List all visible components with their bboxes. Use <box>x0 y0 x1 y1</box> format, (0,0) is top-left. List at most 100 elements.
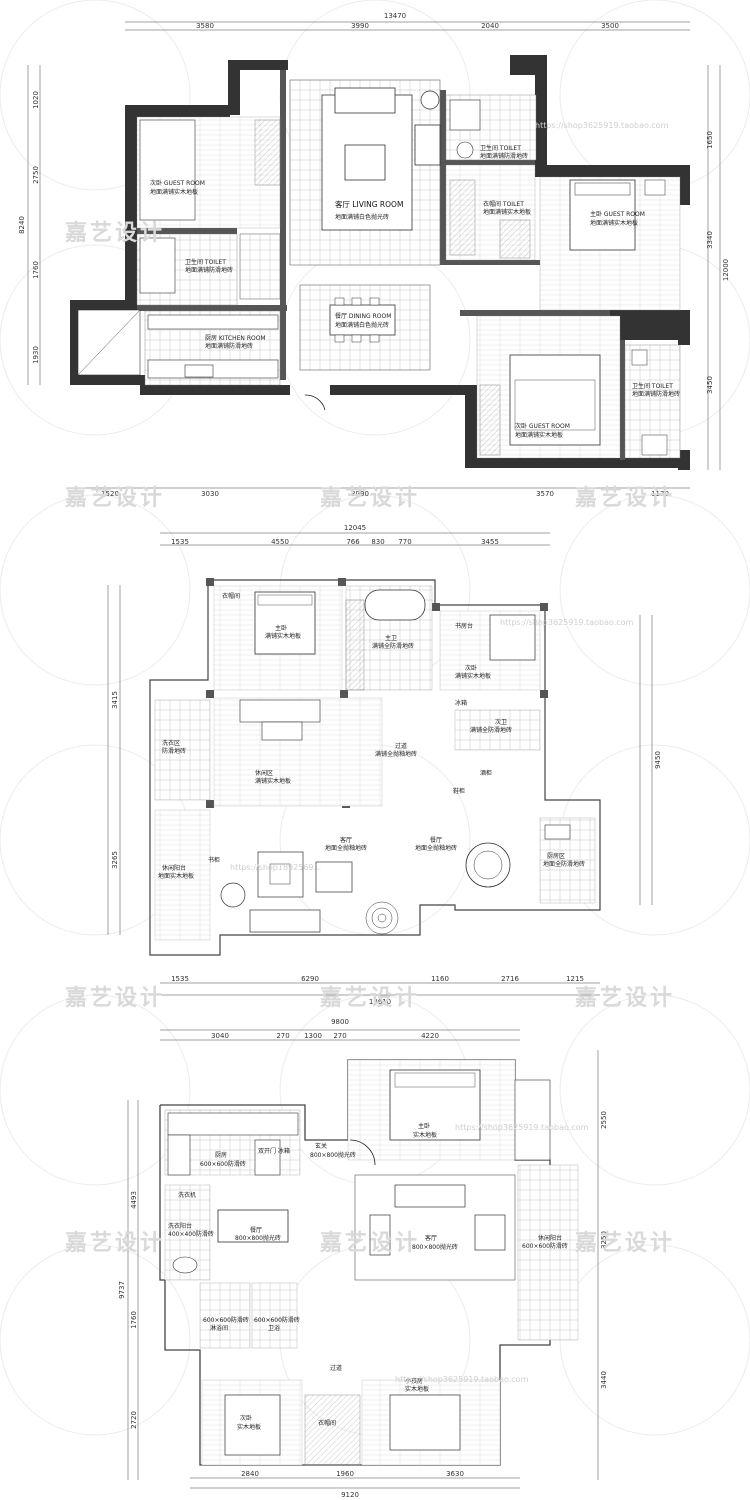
watermark-brand-1: 嘉艺设计 <box>65 220 165 246</box>
plan1-toilet3-label: 卫生间 TOILET <box>632 382 673 390</box>
plan1-master-floor: 地面满铺实木地板 <box>590 219 638 227</box>
plan3-master-label: 主卧 <box>418 1122 430 1130</box>
watermark-url-3: https://shop1892569... <box>230 863 321 872</box>
plan3-cloak-label: 衣帽间 <box>318 1419 336 1427</box>
plan3-dim-top-1: 270 <box>276 1032 289 1040</box>
plan3-bath2-floor: 600×600防滑砖 <box>254 1316 300 1324</box>
plan2-dim-top-4: 770 <box>398 538 411 546</box>
plan1-dim-left-2: 1760 <box>32 261 40 279</box>
plan1-toilet1-label: 卫生间 TOILET <box>185 258 226 266</box>
plan1-dim-top-total: 13470 <box>384 12 406 20</box>
plan1-toilet3-floor: 地面满铺防滑地砖 <box>632 390 680 398</box>
plan3-dim-bottom-0: 2840 <box>241 1470 259 1478</box>
plan3-bath2-label: 卫浴 <box>268 1324 280 1332</box>
watermark-brand-3: 嘉艺设计 <box>320 485 420 511</box>
plan2-shoes-label: 鞋柜 <box>453 787 465 795</box>
plan1-cloak-label: 衣帽间 TOILET <box>483 200 524 208</box>
plan2-laundry-floor: 防滑地砖 <box>162 747 186 755</box>
plan1-cloak-floor: 地面满铺实木地板 <box>483 208 531 216</box>
watermark-brand-4: 嘉艺设计 <box>575 485 675 511</box>
watermark-url-5: https://shop3625919.taobao.com <box>395 1375 529 1384</box>
plan1-living-label: 客厅 LIVING ROOM <box>335 199 403 209</box>
plan2-dim-left-0: 3415 <box>111 691 119 709</box>
plan3-balcony-floor: 600×600防滑砖 <box>522 1242 568 1250</box>
plan1-dim-left-0: 1020 <box>32 91 40 109</box>
plan2-living-floor: 地面全抛釉地砖 <box>325 844 367 852</box>
plan2-dim-bottom-3: 2716 <box>501 975 519 983</box>
plan3-dim-top-3: 270 <box>333 1032 346 1040</box>
plan1-dim-bottom-1: 3030 <box>201 490 219 498</box>
plan2-fridge-label: 冰箱 <box>455 699 467 707</box>
plan3-dim-left-0: 4493 <box>130 1191 138 1209</box>
plan1-dim-right-0: 1650 <box>706 131 714 149</box>
plan2-living-label: 客厅 <box>340 836 352 844</box>
plan2-corridor-label: 过道 <box>395 742 407 750</box>
plan1-toilet1-floor: 地面满铺防滑地砖 <box>185 266 233 274</box>
plan3-kitchen-floor: 600×600防滑砖 <box>200 1160 246 1168</box>
plan3-entry-floor: 800×800抛光砖 <box>310 1151 356 1159</box>
plan3-dim-top-total: 9800 <box>331 1018 349 1026</box>
plan2-bath-label: 主卫 <box>385 634 397 642</box>
plan2-dim-bottom-2: 1160 <box>431 975 449 983</box>
plan1-dim-bottom-2: 3990 <box>351 490 369 498</box>
plan2-toilet-label: 次卫 <box>495 718 507 726</box>
plan1-dim-left-3: 1930 <box>32 346 40 364</box>
watermark-brand-7: 嘉艺设计 <box>575 985 675 1011</box>
plan-2: 12045 1535 4550 766 830 770 3455 3415 32… <box>107 524 662 1006</box>
plan3-dim-bottom-total: 9120 <box>341 1491 359 1499</box>
plan3-dim-right-2: 3440 <box>600 1371 608 1389</box>
plan3-wash-floor: 400×400防滑砖 <box>168 1230 214 1238</box>
plan3-dim-left-total: 9737 <box>118 1281 126 1299</box>
plan3-kitchen-label: 厨房 <box>215 1151 227 1159</box>
plan3-fridge-label: 双开门 冰箱 <box>258 1147 290 1155</box>
plan2-wine-label: 酒柜 <box>480 769 492 777</box>
plan2-dim-bottom-0: 1535 <box>171 975 189 983</box>
plan3-small-floor: 实木地板 <box>405 1385 429 1393</box>
plan2-guest-label: 次卧 <box>465 664 477 672</box>
plan2-study2-label: 书柜 <box>208 856 220 864</box>
plan1-toilet2-floor: 地面满铺防滑地砖 <box>480 152 528 160</box>
plan1-toilet2-label: 卫生间 TOILET <box>480 144 521 152</box>
plan1-dim-right-total: 12000 <box>722 259 730 281</box>
plan1-kitchen-label: 厨房 KITCHEN ROOM <box>205 334 266 342</box>
plan2-bath-floor: 满铺全防滑地砖 <box>372 642 414 650</box>
plan2-dim-top-2: 766 <box>346 538 360 546</box>
plan2-kitchen-label: 厨房区 <box>547 852 565 860</box>
plan3-dim-bottom-1: 1960 <box>336 1470 354 1478</box>
plan3-guest-label: 次卧 <box>240 1414 252 1422</box>
watermark-url-1: https://shop3625919.taobao.com <box>535 121 669 130</box>
plan3-dim-top-0: 3040 <box>211 1032 229 1040</box>
plan2-corridor-floor: 满铺全抛釉地砖 <box>375 750 417 758</box>
plan1-dim-right-2: 3450 <box>706 376 714 394</box>
plan1-dim-top-3: 3500 <box>601 22 619 30</box>
plan2-dim-top-5: 3455 <box>481 538 499 546</box>
plan2-leisure-label: 休闲区 <box>255 769 273 777</box>
plan1-dim-bottom-3: 3570 <box>536 490 554 498</box>
plan3-guest-floor: 实木地板 <box>237 1423 261 1431</box>
plan3-entry-label: 玄关 <box>315 1142 327 1150</box>
plan1-dim-bottom-4: 1170 <box>651 490 669 498</box>
plan3-living-floor: 800×800抛光砖 <box>412 1243 458 1251</box>
plan3-dim-right-1: 3250 <box>600 1231 608 1249</box>
plan2-dim-right-total: 9450 <box>654 751 662 769</box>
plan-3: 9800 3040 270 1300 270 4220 9737 4493 17… <box>118 1018 608 1499</box>
plan3-washer-label: 洗衣机 <box>178 1191 196 1199</box>
watermark-brand-8: 嘉艺设计 <box>65 1230 165 1256</box>
plan1-kitchen-floor: 地面满铺防滑地砖 <box>205 342 253 350</box>
plan3-dim-top-2: 1300 <box>304 1032 322 1040</box>
plan3-wash-label: 洗衣阳台 <box>168 1222 192 1230</box>
plan2-dim-top-3: 830 <box>371 538 384 546</box>
plan1-dim-top-2: 2040 <box>481 22 499 30</box>
plan2-study-label: 书房台 <box>455 622 473 630</box>
plan1-dim-right-1: 3340 <box>706 231 714 249</box>
plan3-master-floor: 实木地板 <box>413 1131 437 1139</box>
plan3-small-label: 小孩房 <box>405 1377 423 1385</box>
plan1-dim-top-0: 3580 <box>196 22 214 30</box>
watermark-url-4: https://shop3625919.taobao.com <box>455 1123 589 1132</box>
plan3-dining-floor: 800×800抛光砖 <box>235 1234 281 1242</box>
plan2-balcony-label: 休闲阳台 <box>162 864 186 872</box>
plan1-dim-left-1: 2750 <box>32 166 40 184</box>
plan2-leisure-floor: 满铺实木地板 <box>255 777 291 785</box>
plan2-toilet-floor: 满铺全防滑地砖 <box>470 726 512 734</box>
